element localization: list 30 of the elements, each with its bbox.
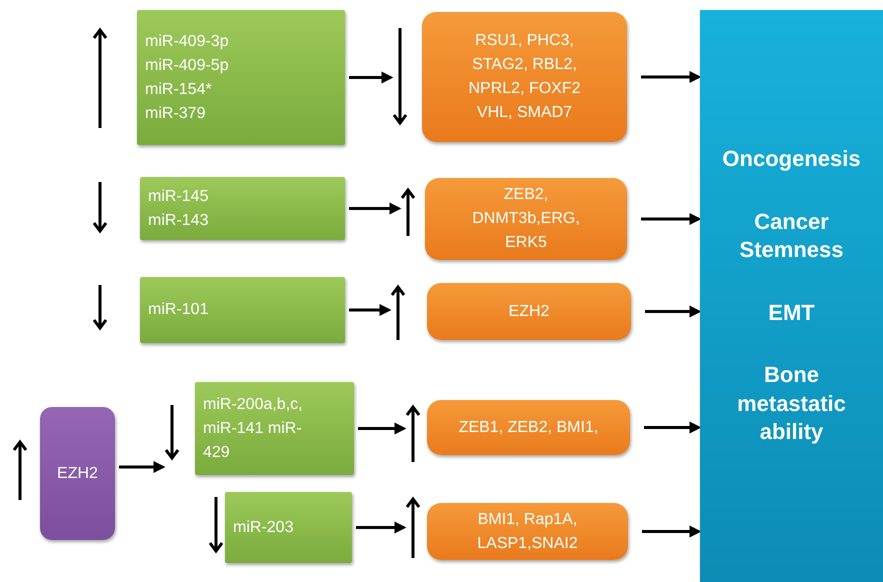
- mirna-name: miR-154*: [145, 80, 212, 100]
- arrow: [356, 522, 406, 534]
- mirna-name: miR-101: [148, 300, 208, 320]
- arrow: [644, 422, 702, 434]
- gene-list: RSU1, PHC3, STAG2, RBL2, NPRL2, FOXF2 VHL, SMAD7: [456, 29, 593, 125]
- outcome-label: Bone metastatic ability: [736, 361, 847, 446]
- arrow: [349, 202, 402, 214]
- outcome-label: EMT: [768, 298, 815, 327]
- mirna-name: miR-409-5p: [145, 56, 229, 76]
- arrow: [119, 461, 166, 473]
- mirna-name: miR-145: [148, 186, 208, 206]
- arrow: [641, 213, 702, 225]
- arrow: [358, 422, 406, 434]
- mirna-name: miR-143: [148, 210, 208, 230]
- gene-list: ZEB1, ZEB2, BMI1,: [458, 416, 598, 440]
- arrow: [642, 526, 702, 538]
- mirna-name: miR-379: [145, 104, 206, 124]
- mirna-name: miR-203: [233, 518, 294, 538]
- arrow: [645, 306, 702, 318]
- outcome-label: Oncogenesis: [722, 144, 861, 173]
- regulator-name: EZH2: [57, 464, 98, 484]
- gene-list: ZEB2, DNMT3b,ERG, ERK5: [469, 183, 583, 255]
- mirna-name: miR-200a,b,c, miR-141 miR-429: [203, 394, 304, 462]
- arrow: [349, 304, 392, 316]
- arrow: [349, 72, 394, 84]
- mirna-name: miR-409-3p: [145, 32, 229, 52]
- outcome-label: Cancer Stemness: [738, 208, 844, 264]
- gene-list: EZH2: [508, 300, 550, 324]
- arrow: [641, 71, 702, 83]
- gene-list: BMI1, Rap1A, LASP1,SNAI2: [457, 508, 598, 556]
